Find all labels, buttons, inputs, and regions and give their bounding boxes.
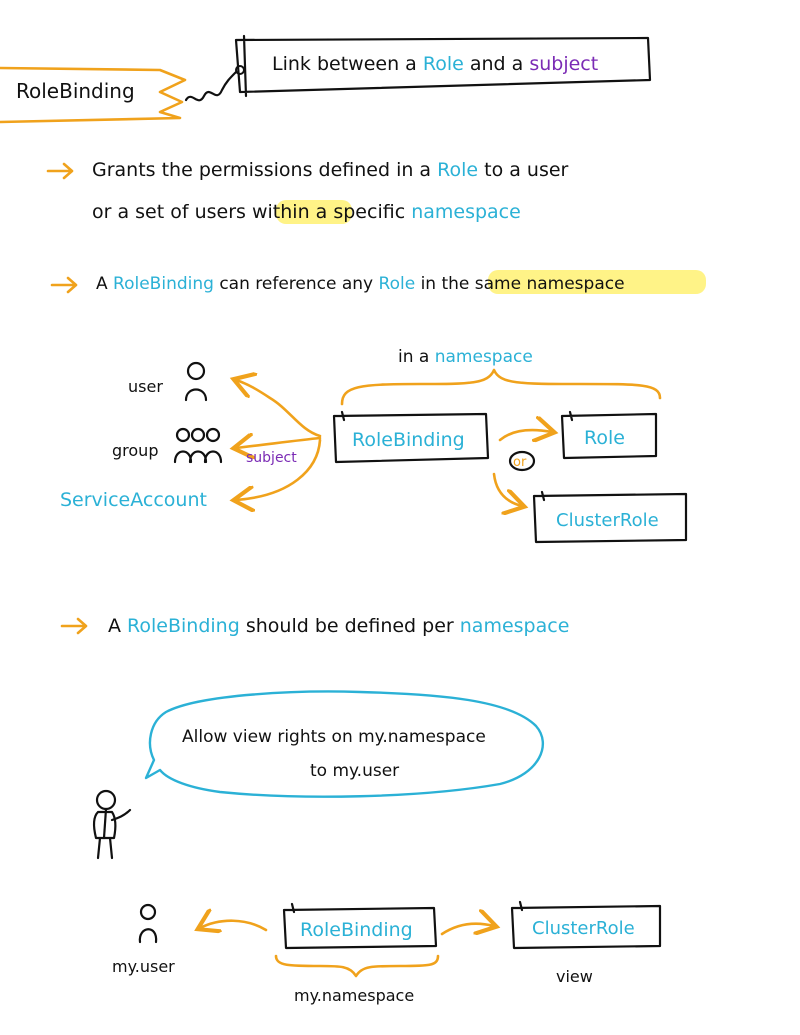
squiggle-connector <box>184 70 238 102</box>
subject-user-label: user <box>128 377 163 396</box>
tag-banner-outline <box>0 66 187 124</box>
bullet-3-text: A RoleBinding should be defined per name… <box>108 615 569 637</box>
header: RoleBinding Link between a Role and a su… <box>0 34 652 124</box>
rolebinding-box-label: RoleBinding <box>352 429 465 451</box>
scope-label: in a namespace <box>398 347 533 367</box>
speech-line-1: Allow view rights on my.namespace <box>182 727 486 747</box>
arrow-to-my-user <box>200 921 268 930</box>
role-box-label: Role <box>584 427 625 449</box>
highlight-same-namespace <box>488 270 706 294</box>
subject-group-label: group <box>112 441 158 460</box>
bullet-2: A RoleBinding can reference any Role in … <box>50 270 706 294</box>
bullet-arrow-icon <box>46 162 74 180</box>
presenter-icon <box>92 789 132 860</box>
arrow-to-role <box>498 430 552 440</box>
subject-serviceaccount-label: ServiceAccount <box>60 489 207 511</box>
definition-box-outline <box>234 34 652 98</box>
subject-label: subject <box>246 450 297 466</box>
or-circle <box>508 450 536 472</box>
group-icon <box>173 427 223 464</box>
bullet-arrow-icon <box>50 276 78 294</box>
definition-text: Link between a Role and a subject <box>272 53 598 75</box>
clusterrole-box <box>532 490 688 544</box>
arrow-to-clusterrole-2 <box>440 924 494 934</box>
or-label: or <box>513 455 527 470</box>
speech-line-2: to my.user <box>310 761 399 781</box>
role-box <box>560 410 658 460</box>
clusterrole-box-2-label: ClusterRole <box>532 918 635 939</box>
user-icon <box>184 361 208 402</box>
diagram-1: in a namespace user group ServiceAccount… <box>60 347 688 544</box>
connector-dot <box>235 65 245 75</box>
clusterrole-box-label: ClusterRole <box>556 510 659 531</box>
arrow-to-clusterrole <box>492 472 522 506</box>
arrow-to-user <box>236 380 322 438</box>
namespace-brace-2 <box>274 954 440 978</box>
bullet-1-line-1: Grants the permissions defined in a Role… <box>92 159 569 181</box>
bullet-3: A RoleBinding should be defined per name… <box>60 615 569 637</box>
namespace-brace <box>340 368 662 406</box>
bullet-arrow-icon <box>60 617 88 635</box>
my-user-label: my.user <box>112 957 175 976</box>
rolebinding-box-2-label: RoleBinding <box>300 919 413 941</box>
view-label: view <box>556 967 593 986</box>
highlight-within <box>276 200 352 224</box>
arrow-to-serviceaccount <box>236 438 322 500</box>
rolebinding-box <box>332 410 490 464</box>
diagram-2: Allow view rights on my.namespace to my.… <box>92 690 662 1005</box>
my-user-icon <box>138 903 158 944</box>
my-namespace-label: my.namespace <box>294 986 414 1005</box>
bullet-1: Grants the permissions defined in a Role… <box>46 159 569 224</box>
rolebinding-box-2 <box>282 902 438 950</box>
speech-bubble <box>144 690 545 798</box>
bullet-2-text: A RoleBinding can reference any Role in … <box>96 274 625 294</box>
clusterrole-box-2 <box>510 900 662 950</box>
tag-label: RoleBinding <box>16 79 135 103</box>
bullet-1-line-2: or a set of users within a specific name… <box>92 201 521 223</box>
arrow-to-group <box>236 438 322 448</box>
